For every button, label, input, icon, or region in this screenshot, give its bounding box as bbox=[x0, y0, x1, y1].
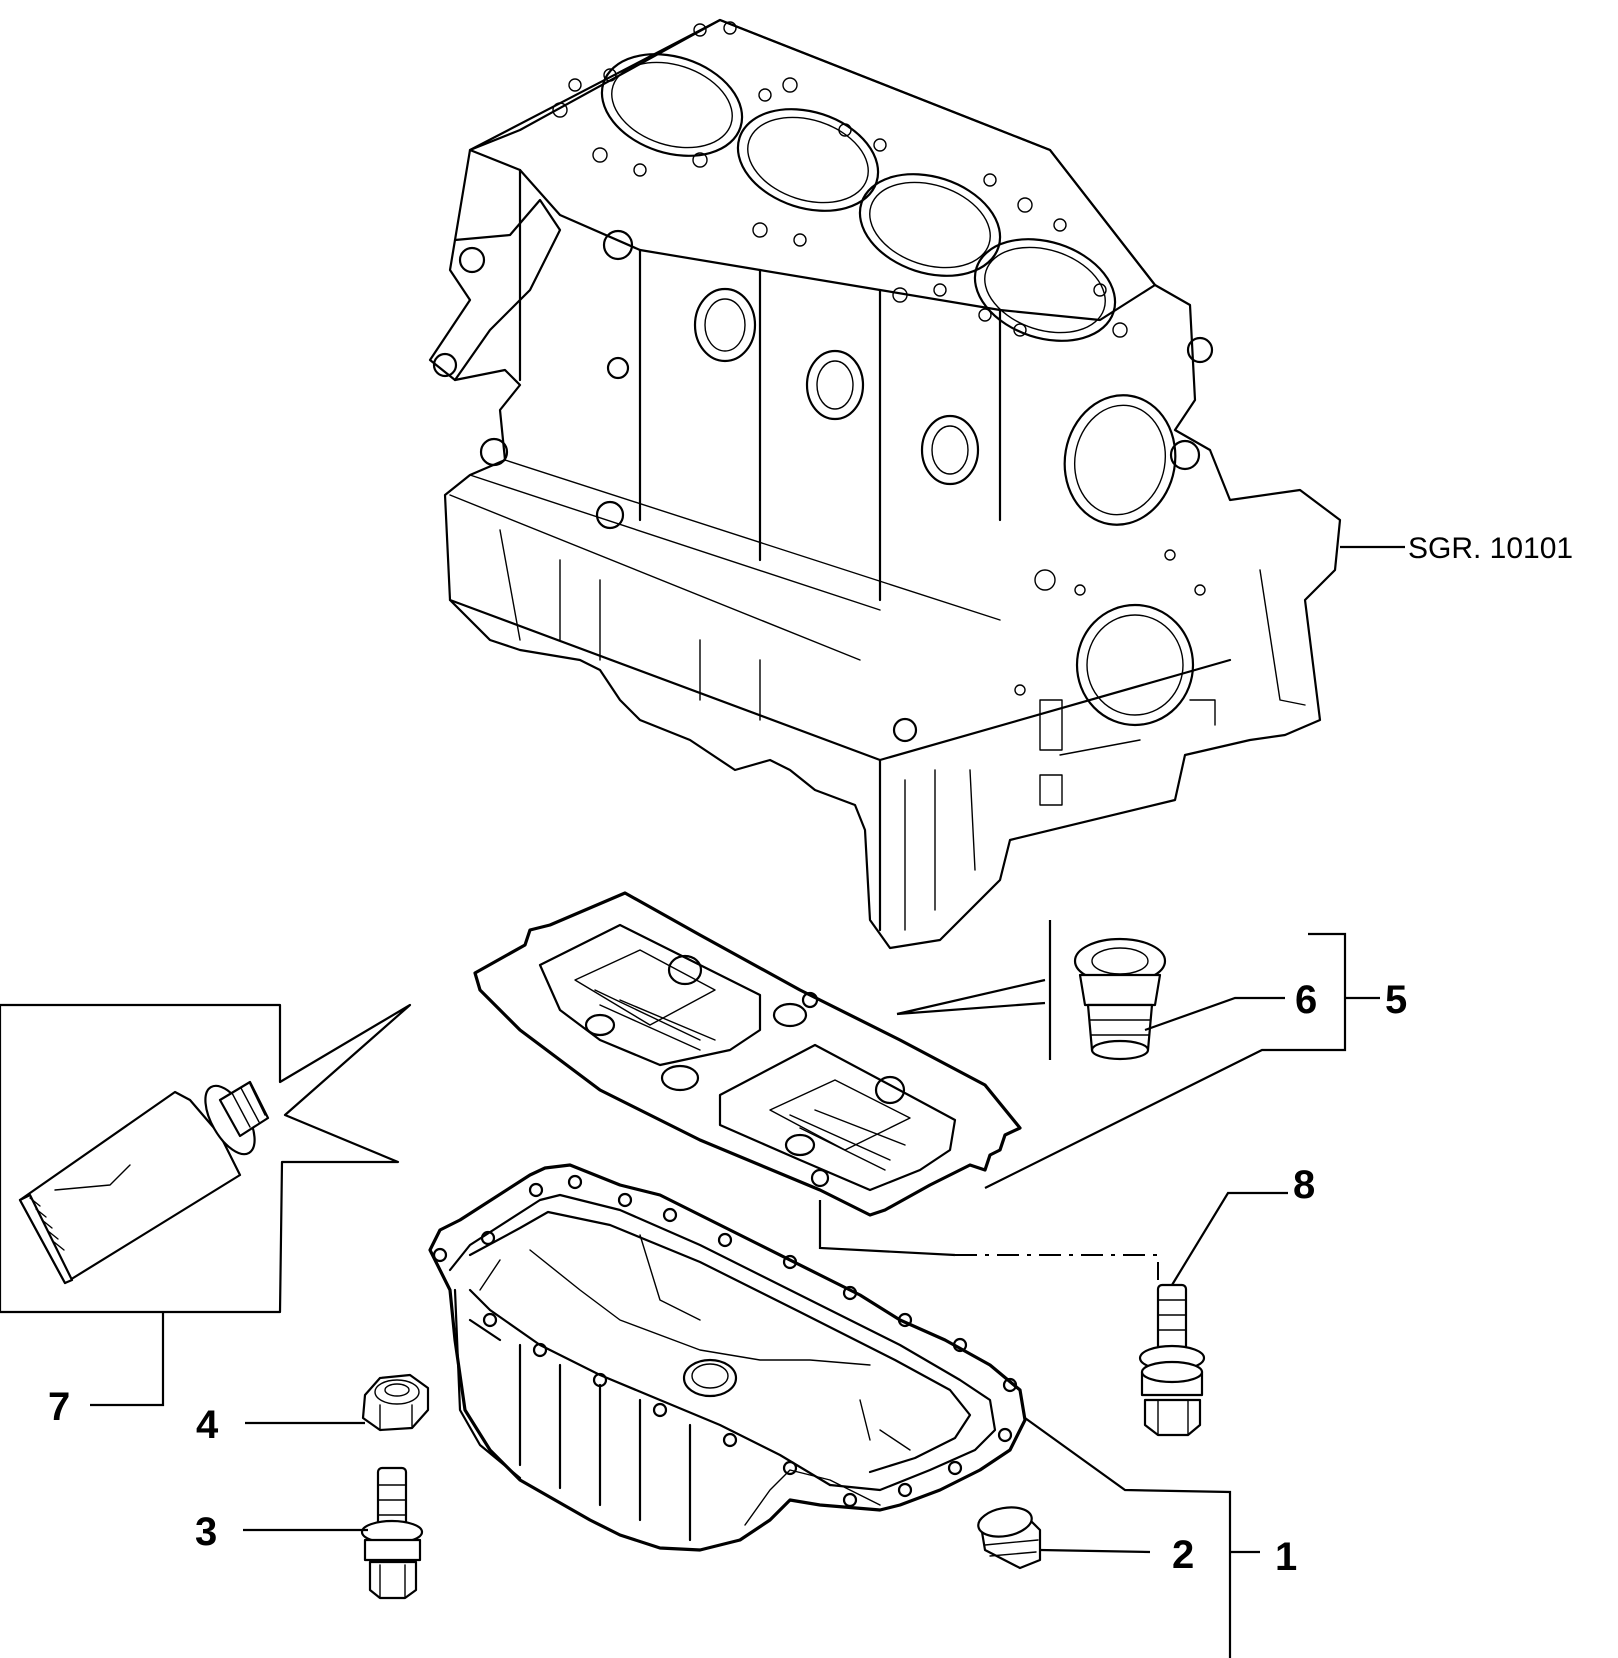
sealant-inset-box bbox=[0, 1003, 412, 1314]
engine-block bbox=[428, 18, 1342, 950]
reference-label: SGR. 10101 bbox=[1408, 532, 1573, 565]
callout-4: 4 bbox=[196, 1403, 219, 1447]
leader-lines bbox=[90, 545, 1405, 1658]
nut-part-4 bbox=[361, 1373, 430, 1432]
oil-pan bbox=[428, 1163, 1027, 1552]
callout-2: 2 bbox=[1172, 1533, 1194, 1577]
bolt-part-8 bbox=[1138, 1283, 1206, 1437]
sealant-tube bbox=[18, 1080, 270, 1285]
callout-8: 8 bbox=[1293, 1163, 1315, 1207]
callout-3: 3 bbox=[195, 1510, 217, 1554]
stud-part-3 bbox=[360, 1466, 424, 1600]
drain-plug-part-2 bbox=[977, 1506, 1042, 1570]
callout-5: 5 bbox=[1385, 978, 1407, 1022]
callout-6: 6 bbox=[1295, 978, 1317, 1022]
plug-part-6 bbox=[1073, 937, 1167, 1061]
callout-1: 1 bbox=[1275, 1535, 1297, 1579]
oil-pan-gasket bbox=[473, 891, 1022, 1217]
callout-7: 7 bbox=[48, 1385, 70, 1429]
